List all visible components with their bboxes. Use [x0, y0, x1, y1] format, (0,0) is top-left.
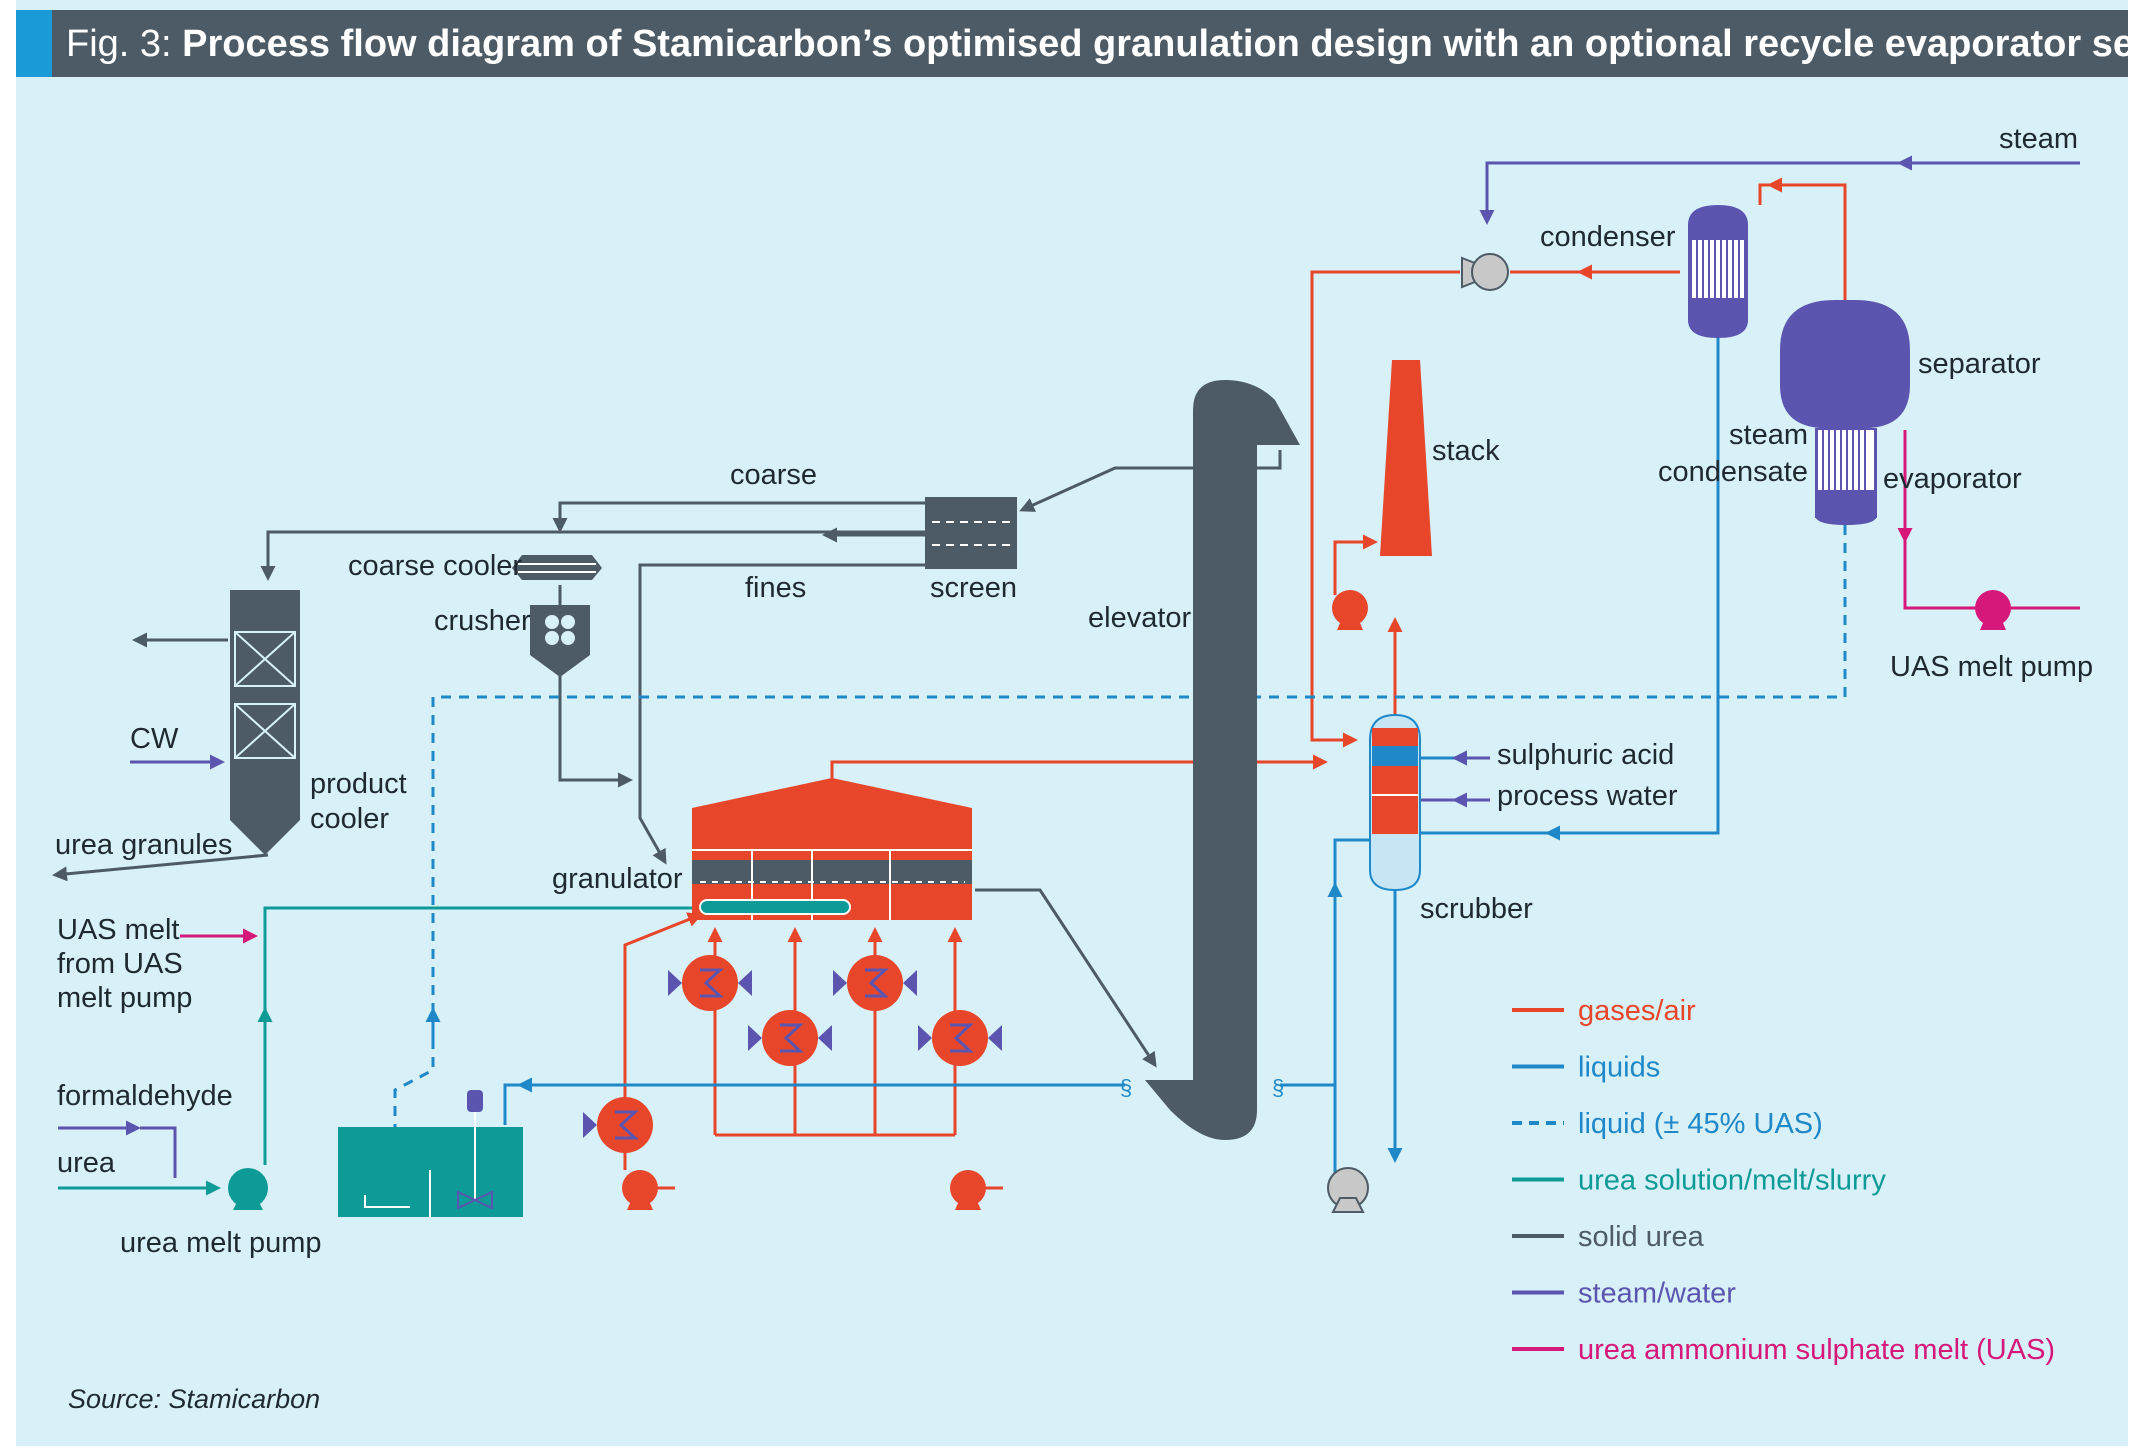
air-fan-right [950, 1170, 1003, 1210]
solid-urea-lines [52, 450, 1282, 1068]
crusher [530, 605, 590, 677]
scrubber-pump [1327, 1167, 1369, 1213]
figure-title: Fig. 3: Process flow diagram of Stamicar… [66, 12, 2130, 77]
label-cw: CW [130, 723, 179, 755]
liquid-lines [503, 336, 1720, 1175]
legend-label: urea solution/melt/slurry [1578, 1165, 1886, 1197]
gas-lines [623, 177, 1847, 1170]
urea-melt-pump [228, 1168, 268, 1210]
title-accent [16, 10, 52, 77]
label-sulphuric-acid: sulphuric acid [1497, 739, 1674, 771]
label-uas-melt-2: from UAS [57, 948, 183, 980]
label-process-water: process water [1497, 780, 1678, 812]
condenser [1688, 205, 1748, 338]
stack [1380, 360, 1432, 556]
stack-fan [1332, 590, 1368, 630]
source-note: Source: Stamicarbon [68, 1384, 320, 1414]
line-break-symbol: § [1272, 1075, 1284, 1100]
steam-lines [58, 155, 2080, 1178]
label-steam-condensate-1: steam [1729, 419, 1808, 451]
label-coarse: coarse [730, 459, 817, 491]
legend: gases/air liquids liquid (± 45% UAS) urea s… [1512, 995, 2055, 1366]
label-evaporator: evaporator [1883, 463, 2022, 495]
label-steam-condensate-2: condensate [1658, 456, 1808, 488]
line-break-symbol: § [1120, 1075, 1132, 1100]
legend-label: liquid (± 45% UAS) [1578, 1108, 1823, 1140]
uas-melt-pump-symbol [1975, 590, 2011, 630]
legend-label: gases/air [1578, 995, 1696, 1027]
label-fines: fines [745, 572, 806, 604]
label-coarse-cooler: coarse cooler [348, 550, 522, 582]
coarse-cooler [512, 555, 602, 580]
label-steam: steam [1999, 123, 2078, 155]
dissolving-tank [338, 1090, 523, 1217]
separator-evaporator [1780, 300, 1910, 525]
urea-lines [58, 906, 700, 1196]
legend-label: liquids [1578, 1052, 1660, 1084]
uas-lines [180, 430, 2080, 944]
label-elevator: elevator [1088, 602, 1192, 634]
air-heater [833, 955, 917, 1011]
title-bar [16, 10, 2128, 77]
label-condenser: condenser [1540, 221, 1676, 253]
label-product-cooler-2: cooler [310, 803, 389, 835]
label-urea-granules: urea granules [55, 829, 232, 861]
steam-ejector [1461, 253, 1509, 291]
label-urea-melt-pump: urea melt pump [120, 1227, 322, 1259]
air-heater [583, 1097, 653, 1153]
label-formaldehyde: formaldehyde [57, 1080, 233, 1112]
air-heater [668, 955, 752, 1011]
legend-label: steam/water [1578, 1278, 1736, 1310]
scrubber [1369, 713, 1421, 892]
air-fan-left [622, 1170, 675, 1210]
figure-title-text: Process flow diagram of Stamicarbon’s op… [182, 23, 2130, 65]
legend-label: solid urea [1578, 1221, 1705, 1253]
uas-liquid-dashed-lines [393, 525, 1847, 1190]
figure-number: Fig. 3: [66, 23, 172, 65]
label-uas-melt-1: UAS melt [57, 914, 179, 946]
label-screen: screen [930, 572, 1017, 604]
crusher-rollers [545, 615, 575, 645]
air-heaters [583, 955, 1002, 1153]
product-cooler [230, 590, 300, 855]
label-stack: stack [1432, 435, 1500, 467]
label-uas-melt-pump: UAS melt pump [1890, 651, 2093, 683]
screen [925, 497, 1017, 569]
label-uas-melt-3: melt pump [57, 982, 192, 1014]
label-separator: separator [1918, 348, 2041, 380]
label-crusher: crusher [434, 605, 531, 637]
label-scrubber: scrubber [1420, 893, 1533, 925]
air-heater [748, 1010, 832, 1066]
granulator [692, 778, 972, 920]
label-product-cooler-1: product [310, 768, 407, 800]
label-granulator: granulator [552, 863, 683, 895]
legend-label: urea ammonium sulphate melt (UAS) [1578, 1334, 2055, 1366]
elevator [1145, 380, 1300, 1140]
air-heater [918, 1010, 1002, 1066]
label-urea: urea [57, 1147, 116, 1179]
